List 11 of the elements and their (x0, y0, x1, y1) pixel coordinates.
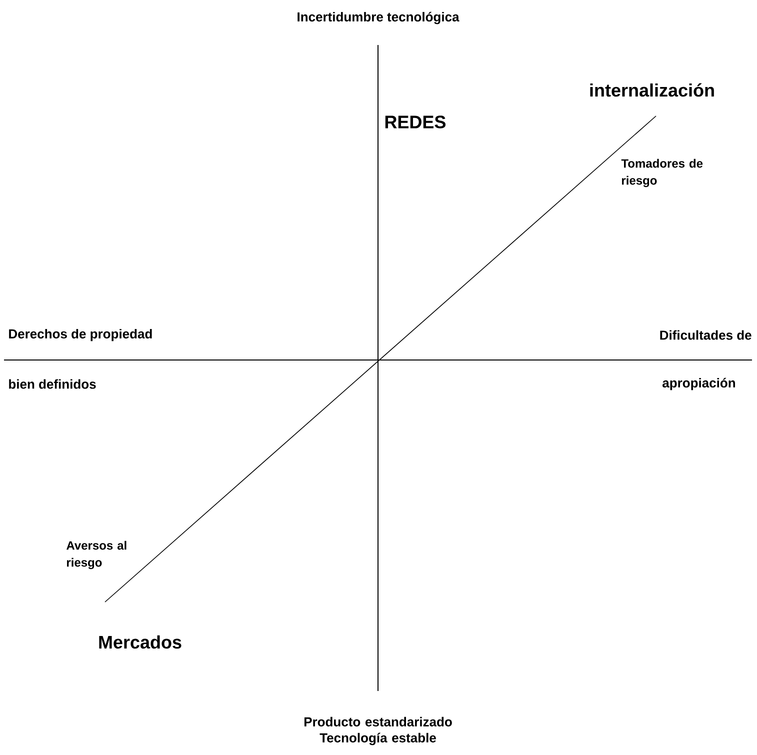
axis-label: Producto estandarizado Tecnología estable (304, 716, 452, 746)
axis-label: Dificultades de (660, 330, 752, 340)
quadrant-label: REDES (385, 116, 446, 128)
axis-label: Incertidumbre tecnológica (298, 12, 460, 24)
quadrant-label: Mercados (99, 635, 182, 649)
line-label: Tomadores de riesgo (621, 158, 703, 188)
axis-label: bien definidos (9, 379, 96, 389)
quadrant-label: internalización (590, 83, 714, 97)
axis-label: apropiación (662, 378, 735, 390)
axis-label: Derechos de propiedad (9, 328, 152, 342)
line-label: Aversos al riesgo (66, 540, 126, 570)
